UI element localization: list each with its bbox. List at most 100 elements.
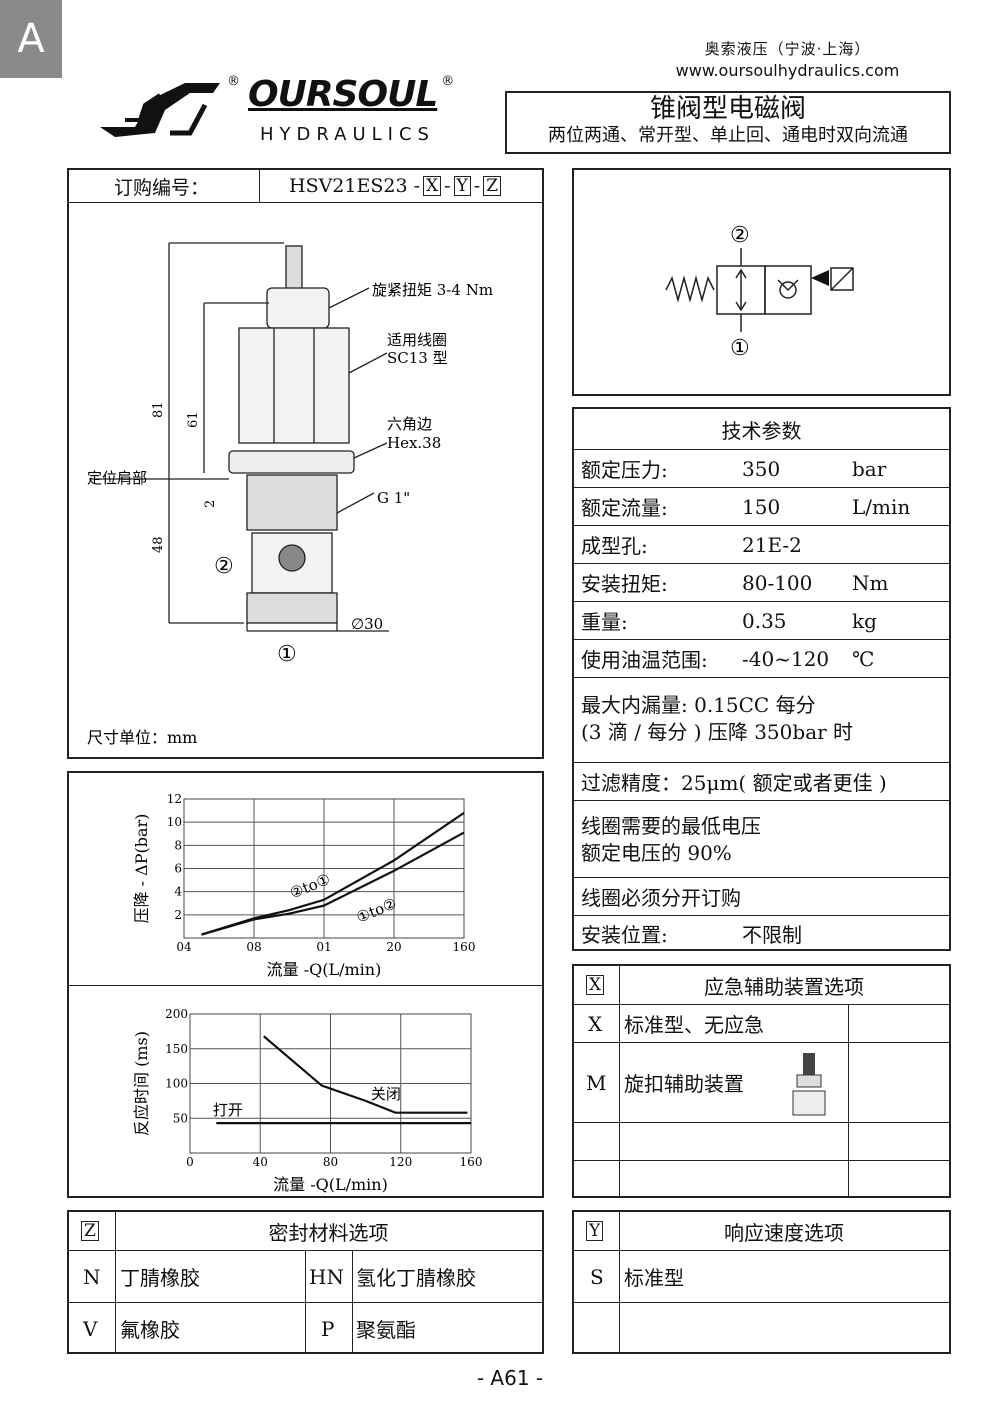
specs-table: 技术参数 额定压力: 350 bar 额定流量: 150 L/min 成型孔: 21E-2 安装… — [572, 407, 951, 951]
y-tick-label: 10 — [167, 815, 182, 829]
product-subtitle: 两位两通、常开型、单止回、通电时双向流通 — [548, 125, 908, 146]
x-tick-label: 04 — [176, 940, 192, 954]
x-axis-label: 流量 -Q(L/min) — [273, 1175, 388, 1194]
y-tick-label: 150 — [165, 1042, 188, 1056]
port-2-label: ② — [214, 554, 234, 579]
spec-value: 0.35 — [742, 608, 787, 633]
manual-override-icon — [792, 1053, 826, 1116]
symbol-port-1: ① — [730, 336, 750, 361]
y-key: Y — [586, 1221, 604, 1241]
spec-value: 21E-2 — [742, 532, 802, 557]
spec-value: 80-100 — [742, 570, 813, 595]
spec-label: 安装扭矩: — [581, 572, 668, 596]
company-url[interactable]: www.oursoulhydraulics.com — [675, 61, 900, 80]
spec-label: 使用油温范围: — [581, 648, 708, 672]
dim-2: 2 — [203, 500, 218, 508]
spec-row: 额定流量: 150 L/min — [574, 487, 949, 525]
spec-unit: bar — [852, 456, 887, 481]
page-number: - A61 - — [476, 1366, 544, 1390]
x-tick-label: 40 — [253, 1155, 268, 1169]
spec-label: 成型孔: — [581, 534, 648, 558]
x-tick-label: 160 — [460, 1155, 483, 1169]
spec-label: 额定流量: — [581, 496, 668, 520]
logo: ® OURSOUL ® HYDRAULICS — [95, 75, 475, 150]
logo-reg-mark: ® — [441, 74, 455, 89]
port-1-label: ① — [277, 642, 297, 667]
hydraulic-symbol: ② ① — [572, 168, 951, 396]
drawing-panel: 订购编号： HSV21ES23 -X-Y-Z 81 61 2 48 — [67, 168, 544, 759]
product-title: 锥阀型电磁阀 — [649, 94, 806, 124]
y-tick-label: 12 — [167, 792, 182, 806]
spec-label: 额定压力: — [581, 458, 668, 482]
spec-position: 安装位置:不限制 — [574, 915, 949, 951]
y-tick-label: 100 — [165, 1077, 188, 1091]
spec-unit: kg — [852, 608, 877, 633]
spec-row: 成型孔: 21E-2 — [574, 525, 949, 563]
coil-callout-2: SC13 型 — [387, 349, 448, 367]
valve-symbol-icon: ② ① — [665, 223, 854, 361]
x-tick-label: 160 — [453, 940, 476, 954]
diameter-label: ∅30 — [351, 615, 383, 633]
series-label: 打开 — [213, 1101, 243, 1119]
title-box: 锥阀型电磁阀 两位两通、常开型、单止回、通电时双向流通 — [505, 91, 951, 154]
logo-reg-mark: ® — [227, 74, 240, 89]
spec-leakage: 最大内漏量: 0.15CC 每分(3 滴 / 每分 ) 压降 350bar 时 — [574, 677, 949, 762]
spec-row: 使用油温范围: -40~120 ℃ — [574, 639, 949, 677]
spec-value: 350 — [742, 456, 781, 481]
y-tick-label: 2 — [174, 908, 182, 922]
series-line — [201, 811, 465, 936]
y-tick-label: 50 — [173, 1111, 188, 1125]
y-tick-label: 4 — [174, 885, 182, 899]
spec-value: -40~120 — [742, 646, 830, 671]
y-tick-label: 200 — [165, 1007, 188, 1021]
dim-61: 61 — [186, 411, 201, 428]
logo-subtitle: HYDRAULICS — [260, 124, 435, 145]
coil-callout: 适用线圈 — [387, 331, 447, 349]
series-label: ①to② — [354, 894, 400, 926]
dim-81: 81 — [151, 401, 166, 418]
section-tab: A — [0, 0, 62, 78]
symbol-port-2: ② — [730, 223, 750, 248]
specs-title: 技术参数 — [721, 418, 802, 443]
plot-area — [183, 798, 465, 939]
y-tick-label: 6 — [174, 862, 182, 876]
x-tick-label: 01 — [316, 940, 331, 954]
x-tick-label: 80 — [323, 1155, 338, 1169]
dim-48: 48 — [151, 536, 166, 553]
spec-value: 150 — [742, 494, 781, 519]
thread-callout: G 1" — [377, 489, 410, 507]
shoulder-callout: 定位肩部 — [87, 469, 147, 487]
series-label: 关闭 — [371, 1085, 401, 1103]
x-tick-label: 08 — [246, 940, 261, 954]
torque-callout: 旋紧扭矩 3-4 Nm — [372, 281, 493, 299]
spec-row: 重量: 0.35 kg — [574, 601, 949, 639]
spec-label: 重量: — [581, 610, 628, 634]
spec-unit: L/min — [852, 494, 911, 519]
y-options-title: 响应速度选项 — [724, 1220, 844, 1245]
spec-filter: 过滤精度：25μm( 额定或者更佳 ) — [574, 762, 949, 800]
z-key: Z — [81, 1221, 99, 1241]
order-code: HSV21ES23 -X-Y-Z — [289, 170, 502, 202]
logo-wordmark: OURSOUL — [248, 74, 438, 115]
order-label: 订购编号： — [114, 176, 210, 199]
spec-unit: ℃ — [852, 646, 875, 671]
logo-mark-icon — [100, 83, 220, 137]
company-name: 奥索液压（宁波·上海） — [704, 40, 871, 58]
spec-voltage: 线圈需要的最低电压额定电压的 90% — [574, 800, 949, 877]
plot-area — [189, 1013, 472, 1154]
series-line — [263, 1035, 468, 1114]
z-options-title: 密封材料选项 — [268, 1220, 389, 1245]
x-key: X — [586, 975, 605, 995]
hex-callout: 六角边 — [387, 415, 432, 433]
x-tick-label: 0 — [186, 1155, 194, 1169]
